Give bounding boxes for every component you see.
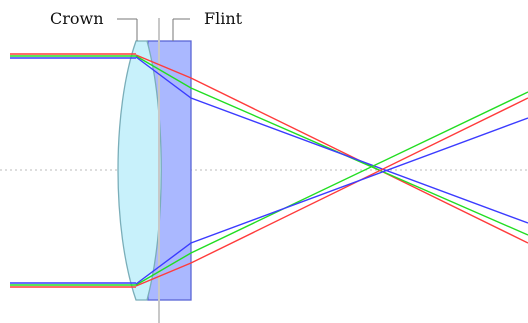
lower-green-ray xyxy=(135,91,528,286)
lower-red-ray xyxy=(135,97,528,287)
upper-blue-ray xyxy=(135,56,528,224)
upper-red-ray xyxy=(135,54,528,244)
crown-lens xyxy=(117,40,162,301)
crown-label: Crown xyxy=(50,9,104,28)
upper-green-ray xyxy=(135,55,528,236)
flint-label: Flint xyxy=(204,9,243,28)
lower-blue-ray xyxy=(135,117,528,285)
